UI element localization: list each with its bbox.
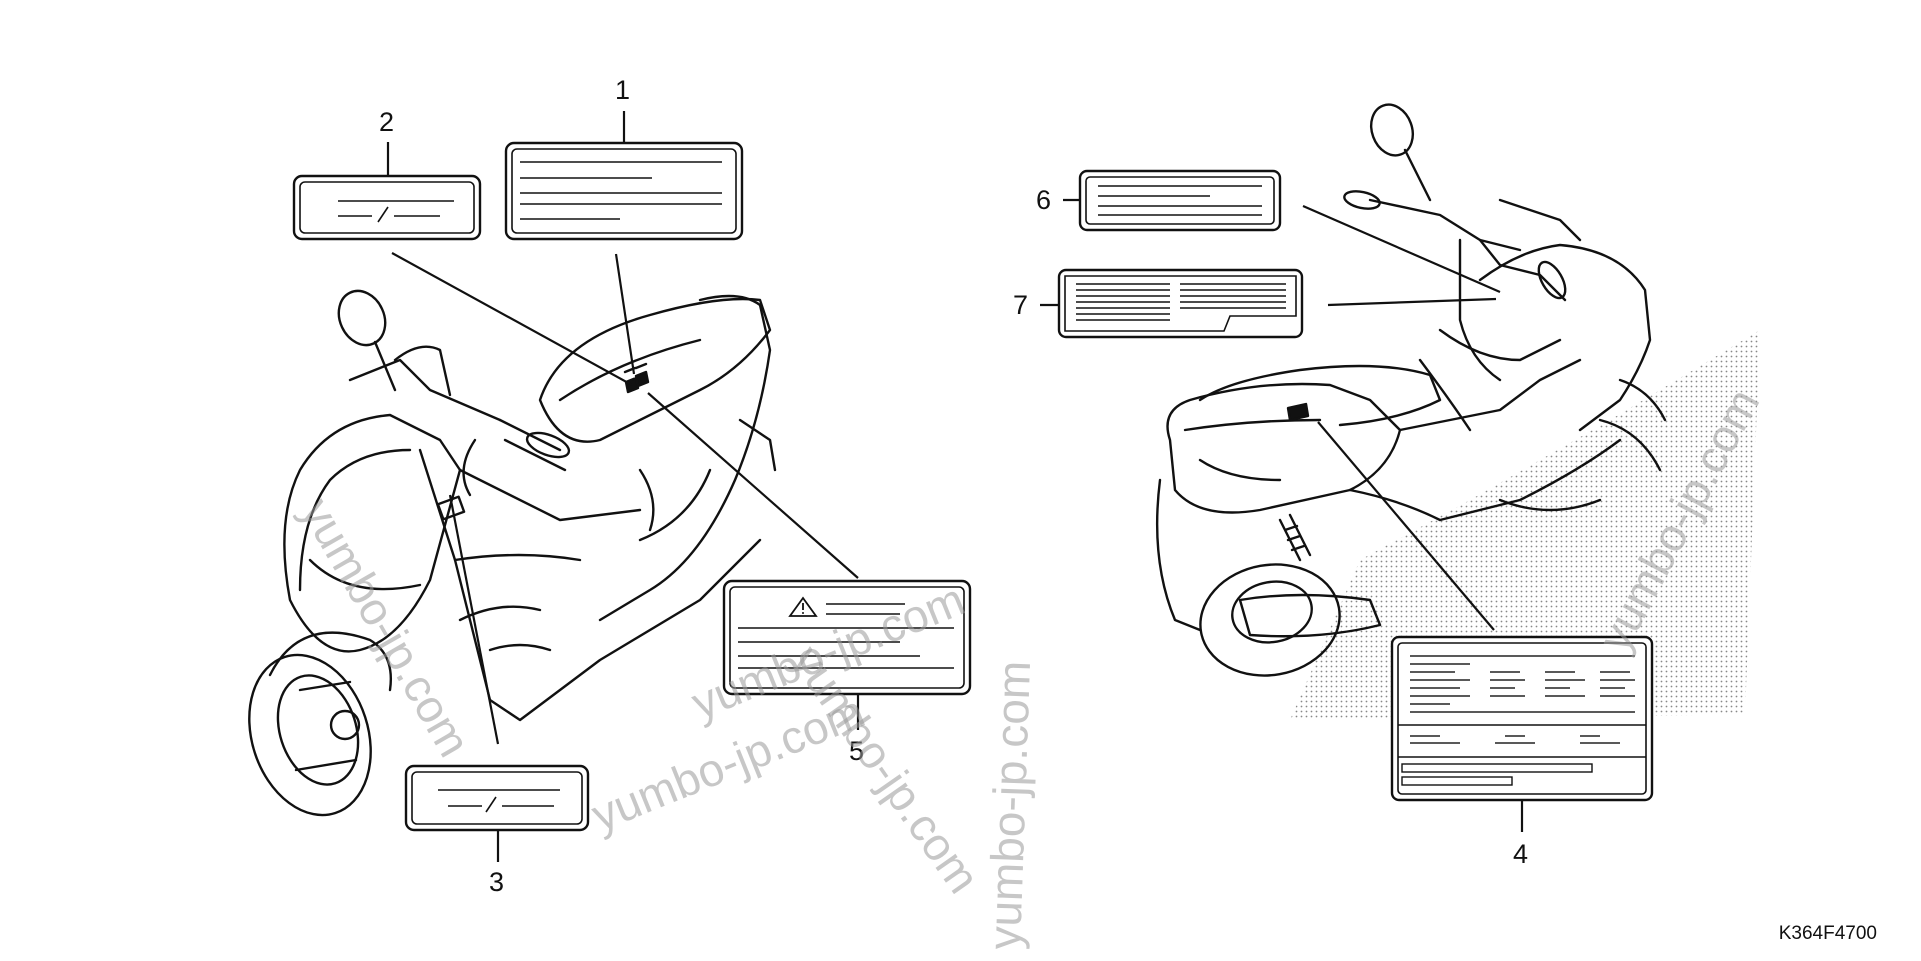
callout-6: 6 bbox=[1036, 185, 1051, 215]
callout-5: 5 bbox=[849, 736, 864, 766]
leader-lines bbox=[386, 111, 1524, 862]
callout-2: 2 bbox=[379, 107, 394, 137]
scooter-rear-view bbox=[1155, 103, 1667, 677]
label-2[interactable] bbox=[292, 174, 482, 241]
scooter-front-view bbox=[248, 289, 777, 817]
label-7[interactable] bbox=[1057, 268, 1304, 339]
label-4[interactable] bbox=[1390, 635, 1654, 802]
halftone-shadow bbox=[1290, 330, 1760, 720]
label-5[interactable] bbox=[722, 579, 972, 696]
watermark-text: yumbo-jp.com bbox=[291, 489, 480, 765]
label-1[interactable] bbox=[504, 141, 744, 241]
watermark-text: yumbo-jp.com bbox=[978, 660, 1040, 951]
callout-3: 3 bbox=[489, 867, 504, 897]
callout-4: 4 bbox=[1513, 839, 1528, 869]
warning-triangle-icon bbox=[788, 596, 818, 617]
part-code: K364F4700 bbox=[1778, 923, 1877, 944]
callout-7: 7 bbox=[1013, 290, 1028, 320]
callout-1: 1 bbox=[615, 75, 630, 105]
label-3[interactable] bbox=[404, 764, 590, 832]
label-6[interactable] bbox=[1078, 169, 1282, 232]
